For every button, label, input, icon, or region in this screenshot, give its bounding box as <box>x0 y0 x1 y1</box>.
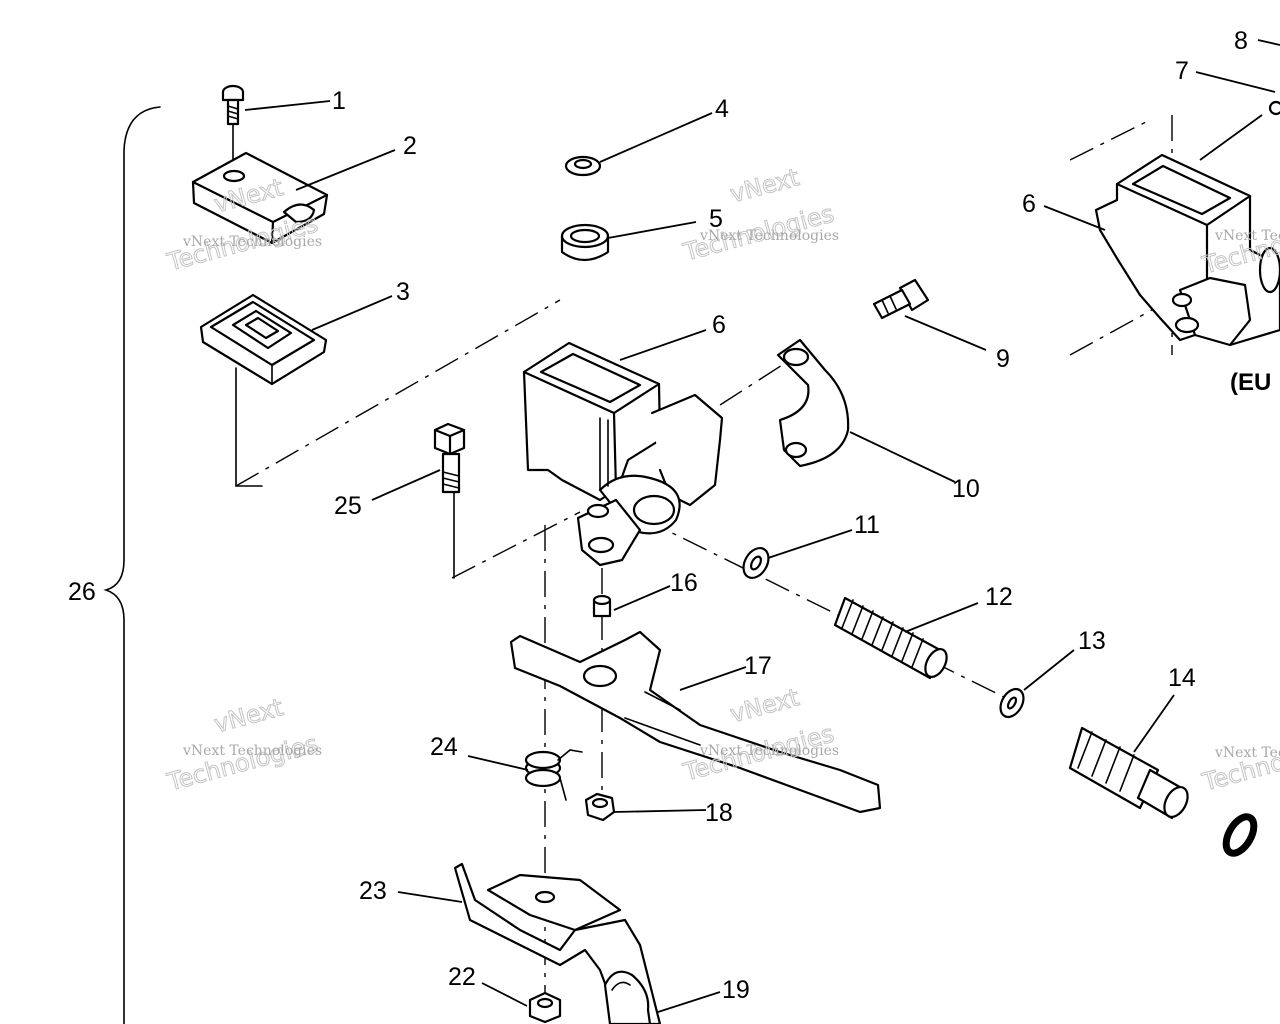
piston-part-14 <box>1068 726 1189 820</box>
callout-22: 22 <box>448 963 476 991</box>
washer-part-13 <box>999 687 1025 719</box>
region-label: (EU <box>1230 369 1271 396</box>
brake-lever-part-17 <box>509 630 882 814</box>
callout-14: 14 <box>1168 664 1196 692</box>
svg-text:vNext Technologies: vNext Technologies <box>1214 745 1280 761</box>
bolt-part-25 <box>433 422 466 494</box>
nut-part-22 <box>528 991 562 1024</box>
callout-17: 17 <box>744 652 772 680</box>
callout-8: 8 <box>1234 27 1248 55</box>
callout-4: 4 <box>715 95 729 123</box>
bolt-part-9 <box>872 278 930 320</box>
callout-1: 1 <box>332 87 346 115</box>
pin-part-16 <box>592 594 612 618</box>
nut-part-18 <box>584 792 616 822</box>
callout-10: 10 <box>952 475 980 503</box>
leader-lines <box>244 39 1280 1013</box>
callout-2: 2 <box>403 132 417 160</box>
clamp-part-10 <box>776 338 850 468</box>
callout-13: 13 <box>1078 627 1106 655</box>
callout-7: 7 <box>1175 57 1189 85</box>
switch-part-19 <box>603 970 652 1024</box>
svg-text:vNext: vNext <box>727 683 802 728</box>
svg-text:vNext Technologies: vNext Technologies <box>182 743 322 759</box>
callout-19: 19 <box>722 976 750 1004</box>
callout-16: 16 <box>670 569 698 597</box>
screw-part-1 <box>221 84 245 126</box>
eu-master-cylinder <box>1094 100 1280 347</box>
callout-18: 18 <box>705 799 733 827</box>
torsion-spring-part-24 <box>524 749 583 801</box>
callout-labels: 1 2 3 4 5 6 6 7 8 9 10 11 12 13 14 16 17… <box>68 27 1271 1004</box>
callout-9: 9 <box>996 345 1010 373</box>
washer-part-4 <box>564 155 602 177</box>
spring-part-12 <box>833 596 948 680</box>
svg-text:vNext Technologies: vNext Technologies <box>1214 228 1280 244</box>
master-cylinder-part-6 <box>522 341 724 567</box>
callout-12: 12 <box>985 583 1013 611</box>
reservoir-cap-part-2 <box>191 151 329 245</box>
assembly-bracket <box>103 106 161 1024</box>
callout-23: 23 <box>359 877 387 905</box>
svg-text:vNext Technologies: vNext Technologies <box>699 743 839 759</box>
svg-text:vNext Technologies: vNext Technologies <box>699 228 839 244</box>
diaphragm-part-3 <box>199 293 328 386</box>
svg-text:Technologies: Technologies <box>1199 729 1280 796</box>
callout-6: 6 <box>712 311 726 339</box>
svg-text:vNext: vNext <box>727 163 802 208</box>
o-ring <box>1222 813 1258 857</box>
callout-24: 24 <box>430 733 458 761</box>
callout-11: 11 <box>854 511 880 539</box>
svg-text:vNext Technologies: vNext Technologies <box>182 234 322 250</box>
bushing-part-5 <box>560 223 610 262</box>
callout-5: 5 <box>709 205 723 233</box>
callout-6-eu: 6 <box>1022 190 1036 218</box>
callout-25: 25 <box>334 492 362 520</box>
washer-part-11 <box>742 546 770 580</box>
cap-guide-line <box>235 367 263 487</box>
svg-text:Technologies: Technologies <box>164 729 321 796</box>
svg-text:vNext: vNext <box>211 693 286 738</box>
callout-26: 26 <box>68 578 96 606</box>
callout-3: 3 <box>396 278 410 306</box>
